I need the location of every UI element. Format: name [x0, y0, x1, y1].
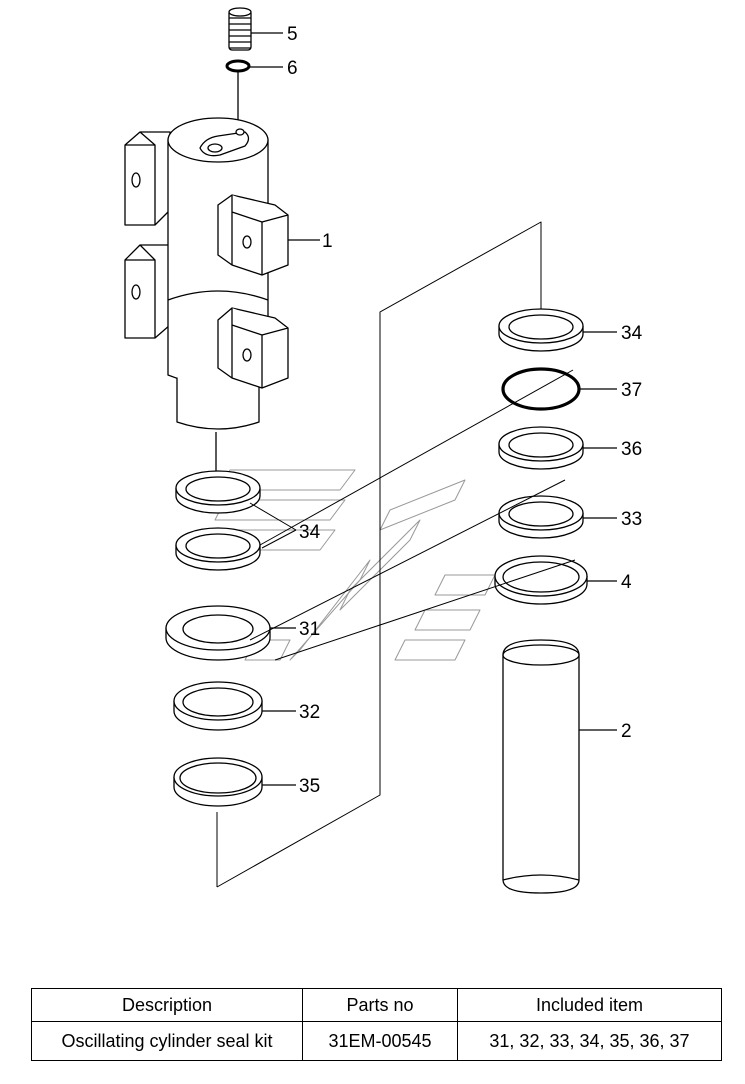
seal-ring-part-34-lower	[175, 527, 261, 571]
seal-ring-part-34-upper	[175, 470, 261, 514]
callout-5: 5	[287, 24, 298, 45]
o-ring-part-6	[225, 59, 283, 128]
callout-34-left: 34	[299, 522, 321, 543]
cylinder-body-part-1	[124, 117, 320, 430]
seal-ring-part-33	[498, 495, 584, 539]
callout-32: 32	[299, 702, 320, 723]
callout-31: 31	[299, 619, 320, 640]
header-parts-no: Parts no	[302, 988, 458, 1022]
kit-outline-line	[216, 221, 542, 888]
callout-34-right: 34	[621, 323, 643, 344]
header-included-item: Included item	[457, 988, 722, 1022]
table-header-row: Description Parts no Included item	[31, 988, 722, 1022]
seal-ring-part-36	[498, 426, 584, 470]
callout-36: 36	[621, 439, 642, 460]
seal-ring-part-32	[173, 681, 263, 731]
seal-kit-table: Description Parts no Included item Oscil…	[31, 988, 722, 1061]
seal-ring-part-35	[173, 757, 263, 807]
pin-part-2	[502, 639, 580, 894]
seal-ring-part-31	[165, 605, 271, 661]
header-description: Description	[31, 988, 303, 1022]
set-screw-part-5	[228, 7, 283, 51]
seal-ring-part-4	[494, 555, 588, 605]
callout-4: 4	[621, 572, 632, 593]
callout-33: 33	[621, 509, 642, 530]
callout-37: 37	[621, 380, 642, 401]
cell-parts-no: 31EM-00545	[302, 1021, 458, 1061]
cell-included-item: 31, 32, 33, 34, 35, 36, 37	[457, 1021, 722, 1061]
cell-description: Oscillating cylinder seal kit	[31, 1021, 303, 1061]
callout-6: 6	[287, 58, 298, 79]
watermark-logo	[209, 469, 496, 661]
table-row: Oscillating cylinder seal kit 31EM-00545…	[31, 1021, 722, 1061]
parts-diagram: 5 6 1 34 37 36 33 4 2 34 31 32 35	[124, 7, 643, 894]
callout-1: 1	[322, 231, 333, 252]
seal-ring-part-34-right	[498, 308, 584, 352]
callout-2: 2	[621, 721, 632, 742]
callout-35: 35	[299, 776, 320, 797]
